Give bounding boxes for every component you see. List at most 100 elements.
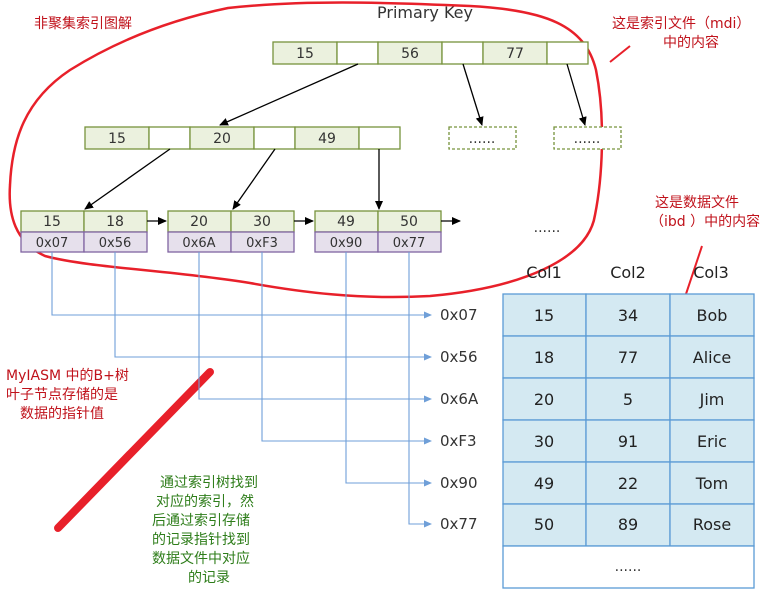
pointer-link: [51, 252, 432, 319]
pointer-links: [51, 252, 432, 528]
leaf-node: 15 18 0x07 0x56: [20, 210, 148, 253]
leaf-pointer: 0x90: [330, 236, 363, 251]
table-row: 49 22 Tom: [502, 461, 755, 505]
lookup-note-line: 对应的索引，然: [156, 493, 254, 510]
cell-value: 50: [534, 515, 554, 534]
leaf-node: 20 30 0x6A 0xF3: [167, 210, 295, 253]
index-tree-outline: [8, 1, 604, 299]
column-header: Col3: [693, 263, 729, 282]
leaf-pointer: 0x56: [99, 236, 132, 251]
tree-arrows: [84, 63, 587, 225]
leaf-key: 30: [253, 214, 271, 230]
leaf-pointer-note-line: MyIASM 中的B+树: [6, 368, 129, 384]
leaf-pointer-note-line: 数据的指针值: [20, 406, 104, 422]
address-label: 0xF3: [440, 432, 477, 450]
address-label: 0x90: [440, 474, 478, 492]
placeholder-node: ......: [448, 126, 517, 150]
column-header: Col2: [610, 263, 646, 282]
cell-value: 34: [618, 306, 638, 325]
cell-value: Jim: [699, 390, 725, 409]
table-cell: [585, 461, 671, 505]
table-cell: [669, 503, 755, 547]
tree-arrow: [462, 63, 484, 126]
cell-value: Rose: [693, 515, 731, 534]
pointer-link: [114, 252, 432, 361]
address-labels: 0x07 0x56 0x6A 0xF3 0x90 0x77: [440, 306, 479, 533]
root-pointer-cell: [336, 41, 379, 65]
table-cell: [669, 377, 755, 421]
middle-pointer-cell: [253, 126, 296, 150]
lookup-note-line: 的记录指针找到: [152, 532, 250, 548]
cell-value: 91: [618, 432, 638, 451]
pointer-link: [345, 252, 432, 487]
data-file-note-line: 这是数据文件: [655, 194, 739, 211]
table-ellipsis-row: ......: [502, 545, 755, 589]
address-label: 0x6A: [440, 390, 479, 408]
lookup-note-line: 通过索引树找到: [160, 474, 258, 491]
data-file-note: 这是数据文件 （ibd ）中的内容: [650, 194, 760, 230]
leaf-node: 49 50 0x90 0x77: [314, 210, 442, 253]
leaf-pointer: 0x6A: [182, 236, 215, 251]
tree-arrow: [84, 148, 171, 210]
table-cell: [502, 461, 587, 505]
cell-value: 49: [534, 474, 554, 493]
cell-value: Eric: [697, 432, 727, 451]
table-cell: [502, 503, 587, 547]
middle-pointer-cell: [148, 126, 191, 150]
root-key: 15: [296, 46, 314, 62]
tree-arrow: [232, 148, 276, 210]
table-cell: [585, 419, 671, 463]
table-cell: [502, 293, 587, 337]
table-cell: [669, 335, 755, 379]
leaf-key: 50: [400, 214, 418, 230]
root-pointer-cell: [441, 41, 484, 65]
lookup-process-note: 通过索引树找到 对应的索引，然 后通过索引存储 的记录指针找到 数据文件中对应 …: [152, 474, 262, 586]
address-label: 0x56: [440, 348, 478, 366]
cell-value: Bob: [697, 306, 728, 325]
middle-pointer-cell: [358, 126, 401, 150]
root-key: 77: [506, 46, 524, 62]
cell-value: 15: [534, 306, 554, 325]
table-row: 20 5 Jim: [502, 377, 755, 421]
middle-key: 49: [318, 131, 336, 147]
placeholder-box: [553, 126, 622, 150]
leaf-key: 49: [337, 214, 355, 230]
leaf-key: 18: [106, 214, 124, 230]
address-label: 0x77: [440, 515, 478, 533]
cell-value: 20: [534, 390, 554, 409]
index-file-note: 这是索引文件（mdi） 中的内容: [612, 15, 755, 51]
lookup-note-line: 数据文件中对应: [152, 550, 250, 567]
placeholder-dots: ......: [469, 131, 496, 147]
placeholder-node: ......: [553, 126, 622, 150]
table-row: 18 77 Alice: [502, 335, 755, 379]
cell-value: 89: [618, 515, 638, 534]
tree-arrow: [566, 63, 587, 126]
cell-value: 5: [623, 390, 633, 409]
middle-node: 15 20 49: [84, 126, 401, 150]
tree-arrow: [219, 63, 359, 126]
index-file-note-line: 这是索引文件（mdi）: [612, 15, 750, 32]
cell-value: Tom: [695, 474, 728, 493]
address-label: 0x07: [440, 306, 478, 324]
cell-value: 30: [534, 432, 554, 451]
root-key: 56: [401, 46, 419, 62]
leaf-pointer-note-line: 叶子节点存储的是: [6, 387, 118, 403]
placeholder-box: [448, 126, 517, 150]
leaf-pointer-note: MyIASM 中的B+树 叶子节点存储的是 数据的指针值: [6, 368, 133, 422]
cell-value: 18: [534, 348, 554, 367]
leaf-key: 15: [43, 214, 61, 230]
data-file-note-line: （ibd ）中的内容: [650, 213, 760, 230]
root-node: 15 56 77: [272, 41, 589, 65]
primary-key-title: Primary Key: [377, 3, 473, 22]
leaf-pointer: 0xF3: [246, 236, 278, 251]
leaf-pointer: 0x77: [393, 236, 426, 251]
middle-key: 20: [213, 131, 231, 147]
lookup-note-line: 的记录: [188, 570, 230, 586]
placeholder-dots: ......: [574, 131, 601, 147]
data-table: Col1 Col2 Col3 15 34 Bob 18 77 Alice 20 …: [502, 263, 755, 589]
index-file-note-line: 中的内容: [663, 34, 719, 51]
root-pointer-cell: [546, 41, 589, 65]
annotation-stroke: [54, 368, 214, 532]
pointer-link: [408, 252, 432, 528]
